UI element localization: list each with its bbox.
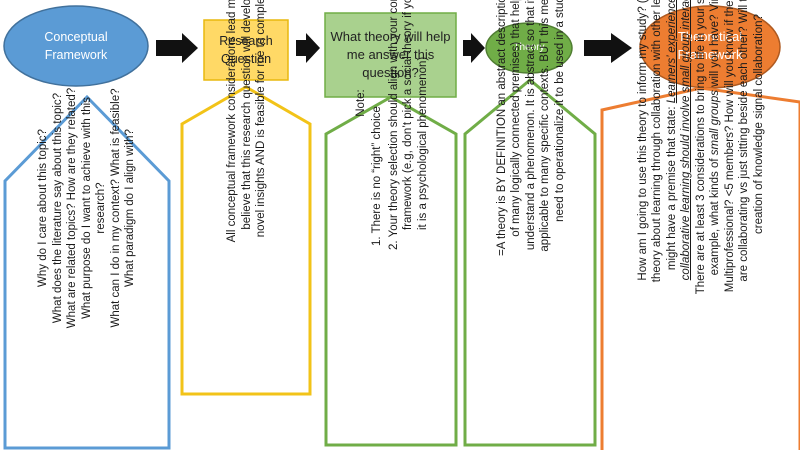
theory-note-heading: Note: bbox=[354, 89, 367, 117]
research-question-text: Research Question bbox=[219, 34, 273, 66]
conceptual-question-2: What does the literature say about this … bbox=[51, 92, 64, 324]
research-question-label: Research Question bbox=[206, 22, 286, 78]
research-question-panel-shape bbox=[180, 85, 312, 396]
theory-definition-panel-shape bbox=[463, 78, 597, 447]
arrow-1 bbox=[156, 33, 198, 63]
conceptual-question-5: What can I do in my context? What is fea… bbox=[109, 88, 122, 328]
tf-note-small-groups: small groups bbox=[709, 90, 722, 156]
theoretical-framework-note: How am I going to use this theory to inf… bbox=[636, 0, 767, 296]
theoretical-framework-text: Theoretical Framework bbox=[677, 29, 743, 62]
what-theory-text: What theory will help me answer this que… bbox=[330, 29, 451, 80]
conceptual-panel-shape bbox=[3, 94, 171, 450]
theory-text: Theory bbox=[513, 42, 545, 53]
theoretical-framework-panel: How am I going to use this theory to inf… bbox=[605, 0, 797, 448]
theory-note-item-1: 1. There is no “right” choice bbox=[371, 106, 384, 246]
what-theory-label: What theory will help me answer this que… bbox=[328, 16, 453, 94]
conceptual-question-6: What paradigm do I align with? bbox=[124, 129, 137, 287]
theory-label: Theory bbox=[494, 38, 564, 58]
research-question-panel: All conceptual framework considerations … bbox=[188, 0, 306, 392]
theoretical-framework-panel-shape bbox=[600, 86, 800, 450]
theory-note-item-2: 2. Your theory selection should align wi… bbox=[387, 0, 429, 250]
conceptual-framework-ellipse bbox=[3, 5, 149, 87]
theory-definition-text: =A theory is BY DEFINITION an abstract d… bbox=[495, 0, 566, 256]
theory-note-panel: Note: 1. There is no “right” choice 2. Y… bbox=[332, 0, 452, 442]
conceptual-framework-text: Conceptual Framework bbox=[44, 30, 108, 62]
theory-definition-panel: =A theory is BY DEFINITION an abstract d… bbox=[470, 0, 592, 442]
arrow-3 bbox=[463, 33, 485, 63]
research-question-note: All conceptual framework considerations … bbox=[226, 0, 268, 243]
conceptual-question-4: What purpose do I want to achieve with t… bbox=[80, 97, 108, 319]
theory-note-panel-shape bbox=[324, 95, 458, 447]
research-question-box bbox=[203, 19, 289, 81]
arrow-2 bbox=[296, 33, 320, 63]
conceptual-question-1: Why do I care about this topic? bbox=[37, 129, 50, 287]
conceptual-framework-label: Conceptual Framework bbox=[22, 26, 130, 66]
conceptual-questions-panel: Why do I care about this topic? What doe… bbox=[8, 88, 166, 446]
theory-ellipse bbox=[485, 22, 573, 74]
what-theory-box bbox=[324, 12, 457, 98]
theoretical-framework-label: Theoretical Framework bbox=[650, 24, 770, 68]
arrow-4 bbox=[584, 33, 632, 63]
conceptual-question-3: What are related topics? How are they re… bbox=[66, 87, 79, 329]
